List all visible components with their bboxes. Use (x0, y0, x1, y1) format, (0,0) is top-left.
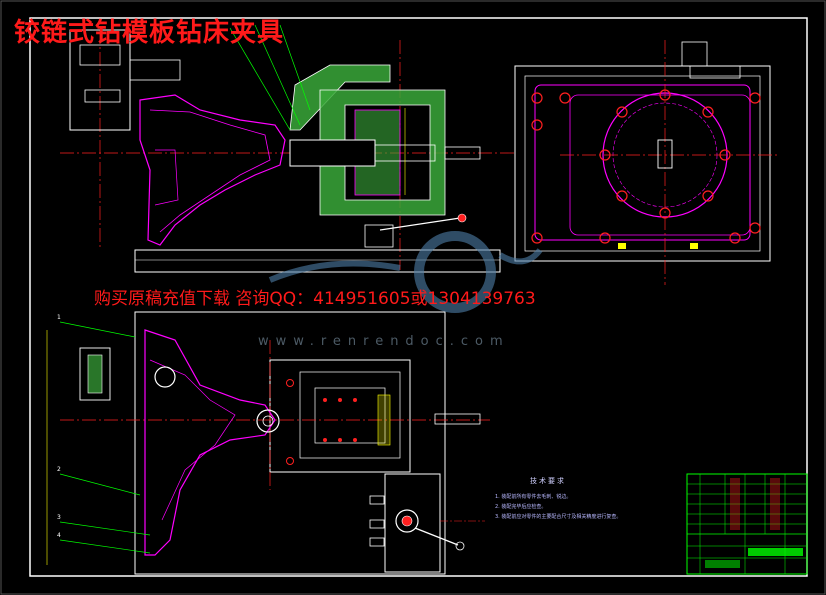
part-callout: 2 (57, 466, 61, 473)
tech-requirement-item: 2. 装配完毕后应检查。 (495, 504, 547, 510)
tech-requirement-item: 1. 装配前所有零件去毛刺、锐边。 (495, 494, 572, 500)
title-block (686, 473, 808, 575)
drawing-title: 铰链式钻模板钻床夹具 (14, 18, 285, 48)
ad-overlay-text: 购买原稿充值下载 咨询QQ：414951605或1304139763 (94, 289, 536, 309)
side-view (514, 40, 780, 285)
front-view (60, 24, 515, 273)
watermark-logo (268, 231, 543, 313)
watermark-url: www.renrendoc.com (258, 334, 510, 349)
part-callout: 3 (57, 514, 61, 521)
inner-frame (29, 17, 808, 577)
top-view (46, 311, 490, 575)
part-callout: 4 (57, 532, 61, 539)
tech-requirements-title: 技术要求 (530, 477, 566, 485)
detail-view (369, 473, 485, 573)
part-callout: 1 (57, 314, 61, 321)
tech-requirement-item: 3. 装配前应对零件的主要配合尺寸及相关精度进行复查。 (495, 514, 622, 520)
